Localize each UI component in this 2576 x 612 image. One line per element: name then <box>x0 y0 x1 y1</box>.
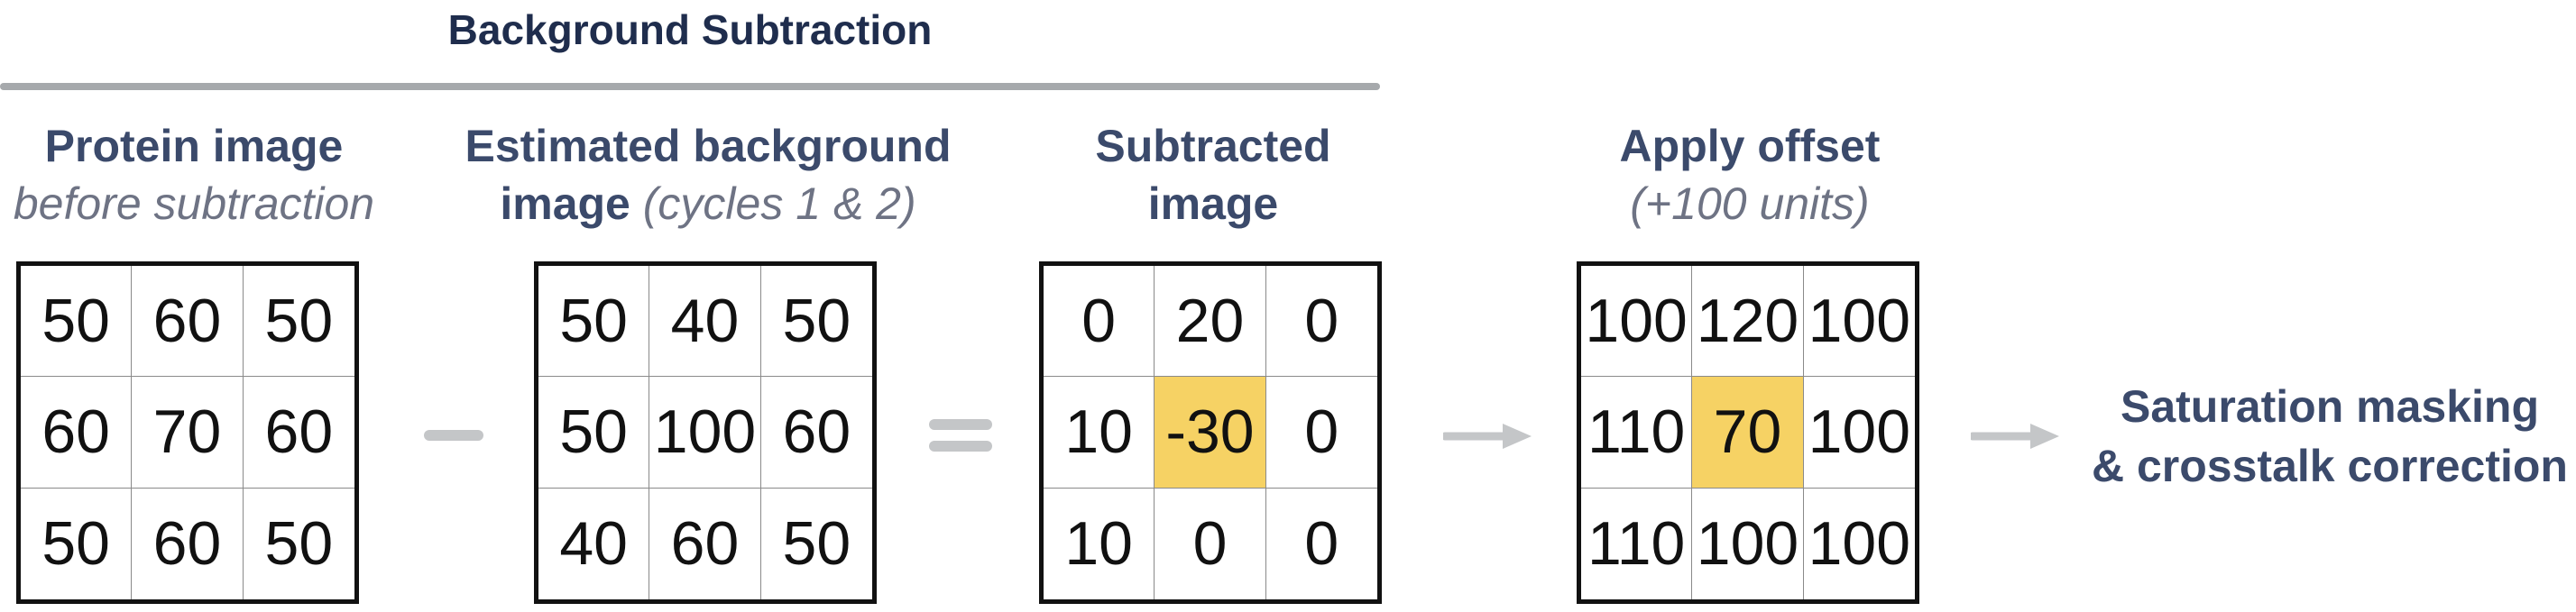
step1-label: Protein image <box>44 121 344 171</box>
title-underline <box>0 83 1380 90</box>
grid-cell: 100 <box>1581 266 1693 378</box>
highlighted-cell: 70 <box>1692 377 1804 489</box>
grid-cell: 50 <box>782 509 851 579</box>
grid-cell: 60 <box>649 488 761 599</box>
grid-cell: 10 <box>1044 377 1155 489</box>
grid-cell: 60 <box>132 266 244 378</box>
grid-cell: 60 <box>243 377 354 489</box>
grid-cell: 110 <box>1581 377 1693 489</box>
grid-cell: 50 <box>264 509 334 579</box>
grid-cell: 10 <box>1044 488 1155 599</box>
step1-sublabel: before subtraction <box>13 178 375 229</box>
grid-cell: 60 <box>760 377 872 489</box>
next-step-label: Saturation masking & crosstalk correctio… <box>2084 377 2576 496</box>
grid-cell: 40 <box>649 266 761 378</box>
equals-operator-top <box>929 419 992 430</box>
grid-cell: 100 <box>1803 377 1915 489</box>
grid-cell: 40 <box>538 488 650 599</box>
step3-label2: image <box>1147 178 1279 229</box>
step2-label2: image <box>500 178 630 229</box>
grid-cell: 70 <box>132 377 244 489</box>
grid-cell: 50 <box>760 266 872 378</box>
grid-cell: 0 <box>1304 509 1339 579</box>
arrow-right-icon <box>1971 424 2059 449</box>
grid-cell: 100 <box>1692 488 1804 599</box>
grid-cell: 0 <box>1044 266 1155 378</box>
grid-cell: 20 <box>1155 266 1266 378</box>
equals-operator-bottom <box>929 441 992 452</box>
grid-cell: 120 <box>1692 266 1804 378</box>
step3-label: Subtracted <box>1095 121 1331 171</box>
step3-header: Subtracted image <box>1033 117 1394 233</box>
grid-cell: 0 <box>1265 377 1377 489</box>
arrow-right-icon <box>1443 424 1532 449</box>
grid-cell: 50 <box>538 377 650 489</box>
grid-cell: 50 <box>21 266 133 378</box>
grid-cell: 50 <box>21 488 133 599</box>
grid-cell: 0 <box>1155 488 1266 599</box>
step2-header: Estimated background image (cycles 1 & 2… <box>455 117 961 233</box>
grid-cell: 60 <box>21 377 133 489</box>
diagram-title: Background Subtraction <box>447 6 933 53</box>
step4-header: Apply offset (+100 units) <box>1560 117 1939 233</box>
step4-label: Apply offset <box>1619 121 1881 171</box>
minus-operator <box>424 430 483 441</box>
step1-header: Protein image before subtraction <box>0 117 388 233</box>
grid-cell: 110 <box>1581 488 1693 599</box>
grid-cell: 100 <box>1808 509 1911 579</box>
highlighted-cell: -30 <box>1155 377 1266 489</box>
step2-label: Estimated background <box>465 121 952 171</box>
grid-cell: 50 <box>538 266 650 378</box>
grid-cell: 50 <box>243 266 354 378</box>
grid-cell: 100 <box>649 377 761 489</box>
step4-sublabel: (+100 units) <box>1630 178 1870 229</box>
next-step-line1: Saturation masking <box>2121 381 2539 432</box>
grid-cell: 100 <box>1803 266 1915 378</box>
next-step-line2: & crosstalk correction <box>2092 441 2568 491</box>
step2-sublabel: (cycles 1 & 2) <box>642 178 916 229</box>
grid-cell: 0 <box>1265 266 1377 378</box>
grid-cell: 60 <box>132 488 244 599</box>
